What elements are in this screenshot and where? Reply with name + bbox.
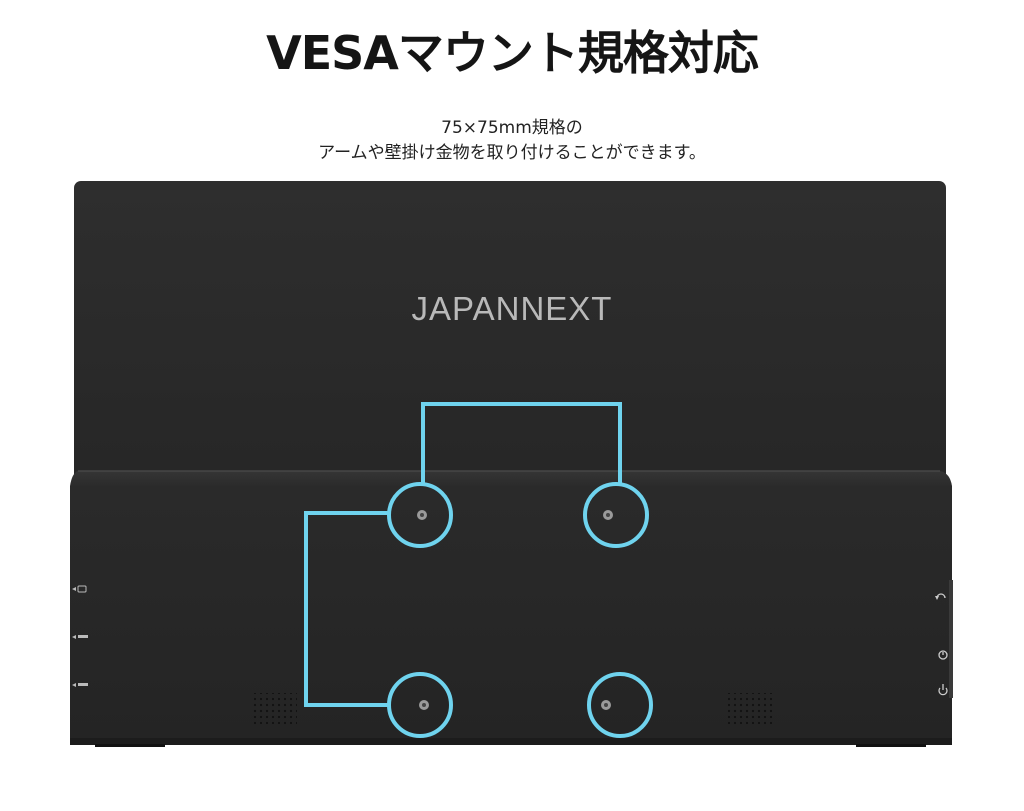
vesa-connector-lines: [304, 402, 622, 707]
left-foot: [95, 744, 165, 747]
description-line-2: アームや壁掛け金物を取り付けることができます。: [318, 143, 706, 163]
vesa-mount-hole-top-left: [387, 482, 453, 548]
power-icon: [938, 684, 948, 696]
mode-dial-icon: [938, 650, 948, 660]
monitor-lower-chassis: [70, 470, 952, 745]
description-line-1: 75×75mm規格の: [441, 118, 583, 138]
usb-c-power-icon: [72, 635, 88, 639]
vesa-mount-hole-bottom-right: [587, 672, 653, 738]
right-speaker-grill: [728, 693, 772, 725]
vesa-mount-hole-top-right: [583, 482, 649, 548]
right-button-strip: [949, 580, 953, 698]
monitor-upper-panel: [74, 181, 946, 501]
description: 75×75mm規格の アームや壁掛け金物を取り付けることができます。: [0, 116, 1024, 166]
headline: VESAマウント規格対応: [266, 26, 759, 80]
menu-back-icon: [935, 593, 946, 600]
usb-c-display-icon: [72, 585, 87, 593]
brand-logo: JAPANNEXT: [412, 290, 613, 327]
right-foot: [856, 744, 926, 747]
vesa-mount-hole-bottom-left: [387, 672, 453, 738]
usb-c-data-icon: [72, 683, 88, 687]
left-speaker-grill: [253, 693, 297, 725]
